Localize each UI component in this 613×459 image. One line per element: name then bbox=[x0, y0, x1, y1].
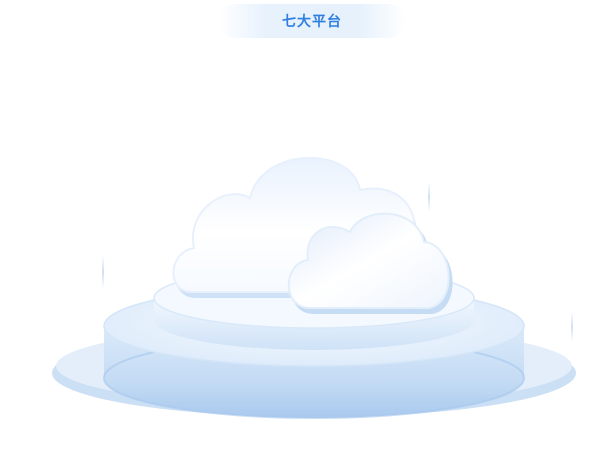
light-streak bbox=[571, 312, 573, 342]
cloud-small-icon bbox=[287, 212, 450, 309]
page-title: 七大平台 bbox=[282, 14, 342, 30]
light-streak bbox=[102, 255, 104, 289]
light-streak bbox=[428, 182, 430, 212]
title-pill: 七大平台 bbox=[218, 4, 406, 38]
